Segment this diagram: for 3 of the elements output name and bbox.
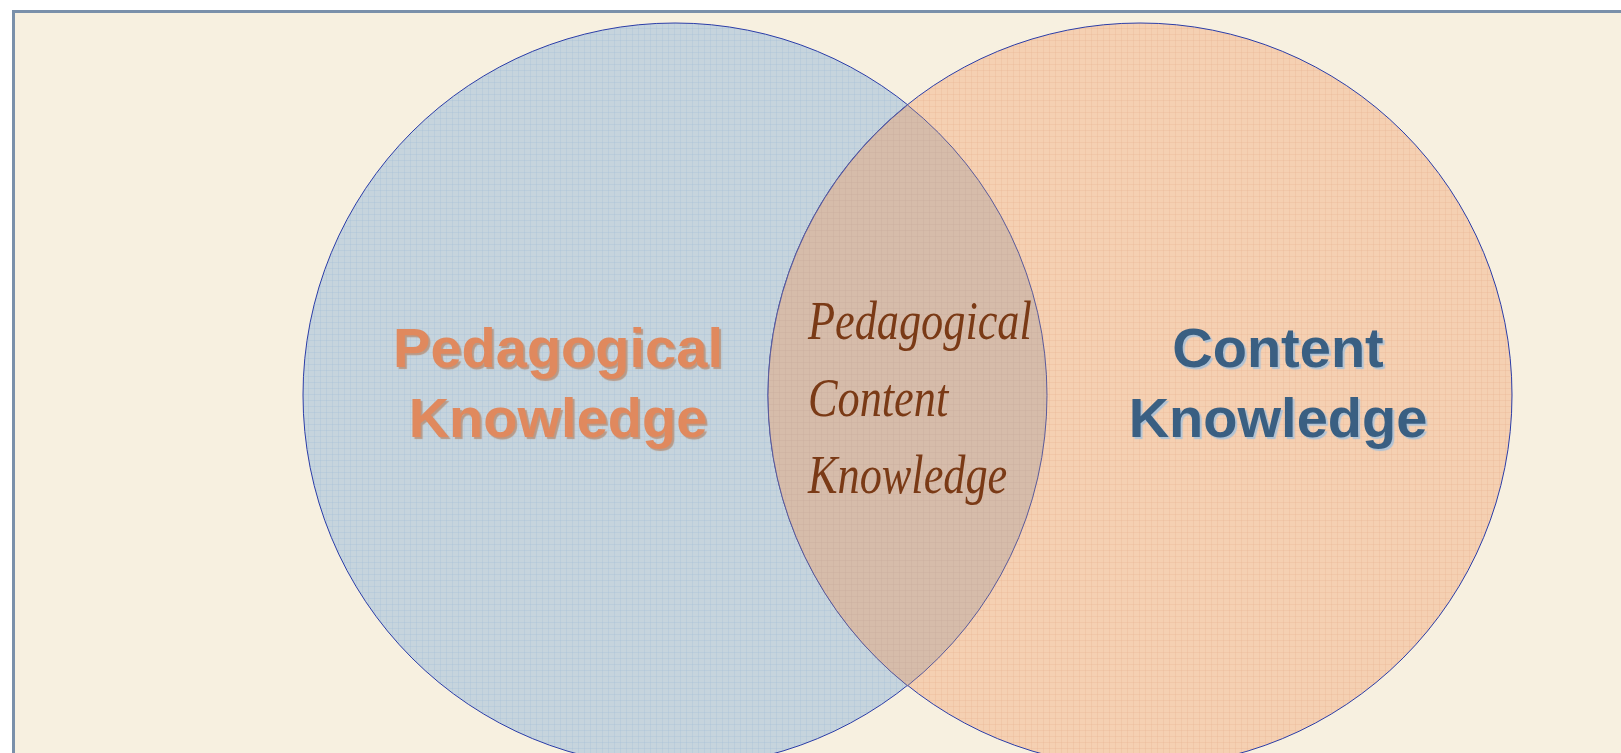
region-label: Content Knowledge	[1127, 315, 1429, 451]
overlap-label: Pedagogical Content Knowledge	[808, 289, 1033, 507]
region-label: Pedagogical Knowledge	[392, 315, 724, 451]
